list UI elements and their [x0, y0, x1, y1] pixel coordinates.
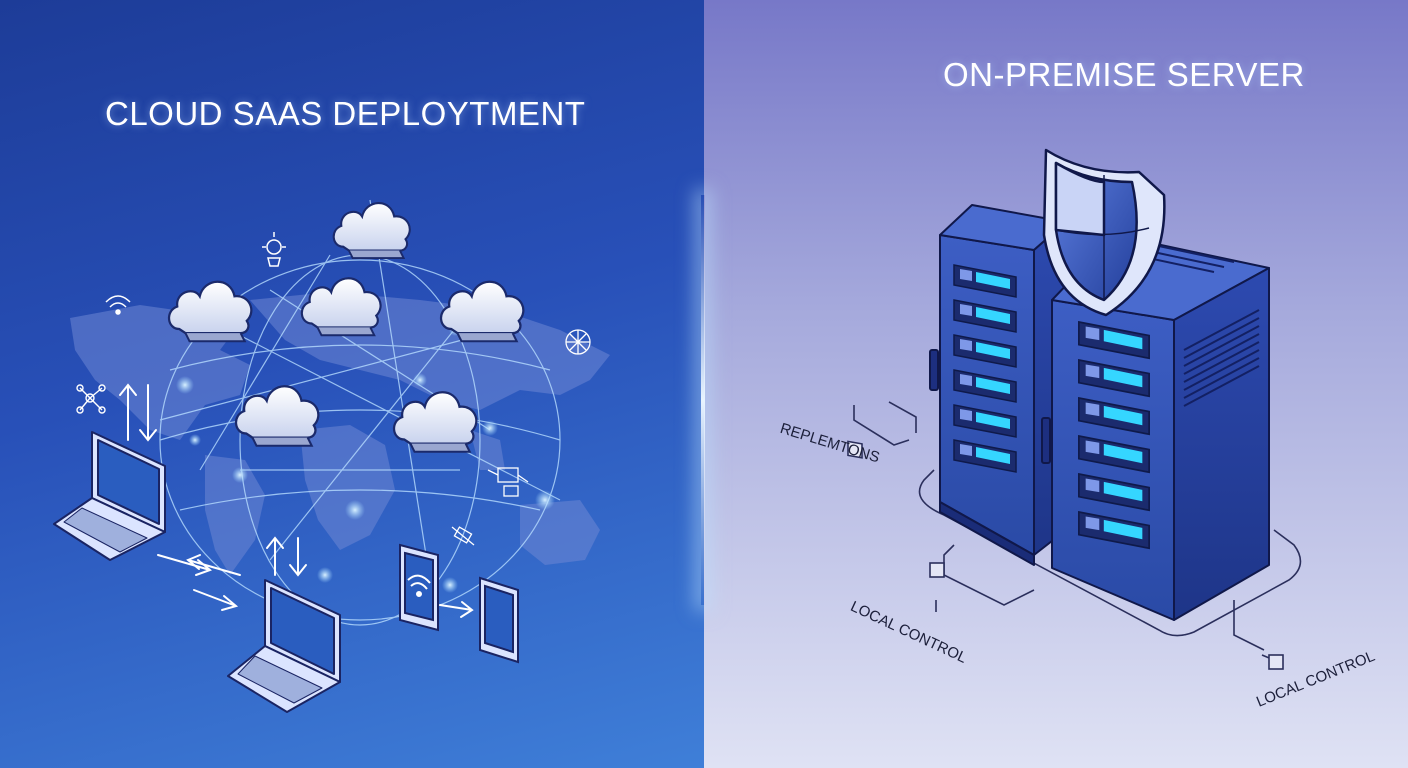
cloud-icon [332, 201, 411, 260]
cloud-saas-title: CLOUD SAAS DEPLOYTMENT [105, 95, 586, 132]
cloud-scene [53, 199, 610, 713]
cloud-icon [234, 385, 320, 447]
satellite-icon [487, 467, 529, 497]
shield-icon [1042, 148, 1166, 317]
laptop-icon [53, 431, 166, 561]
arrow-icon [119, 383, 474, 618]
server-scene [847, 148, 1302, 670]
node-icon [847, 440, 1284, 670]
on-premise-title: ON-PREMISE SERVER [943, 56, 1305, 93]
smartphone-icon [399, 543, 439, 632]
smartphone-icon [479, 576, 519, 664]
glowing-divider [701, 195, 705, 605]
on-premise-panel: ON-PREMISE SERVER [704, 0, 1408, 768]
wifi-signal-icon [105, 295, 131, 315]
network-icon [76, 384, 106, 414]
cloud-saas-panel: CLOUD SAAS DEPLOYTMENT [0, 0, 704, 768]
hub-icon [565, 329, 591, 355]
satellite-icon [451, 526, 475, 546]
laptop-icon [227, 579, 341, 713]
gear-bulb-icon [262, 232, 286, 267]
network-lines [159, 199, 561, 626]
wifi-icon [407, 574, 431, 597]
